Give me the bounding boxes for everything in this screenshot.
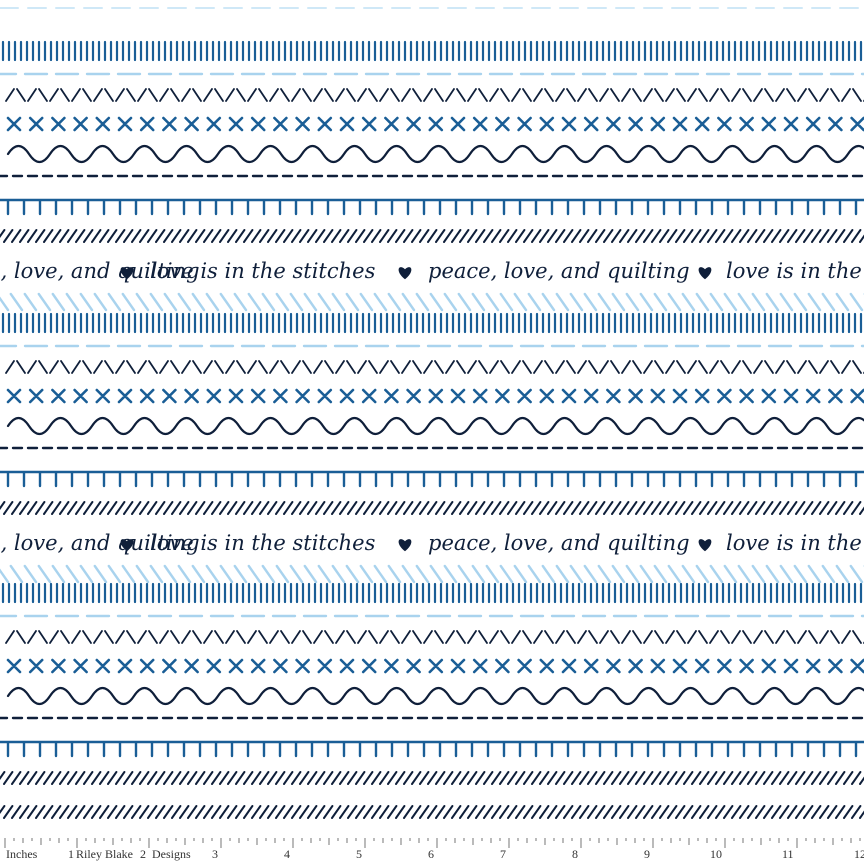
phrase-text: peace, love, and quilting (0, 259, 200, 283)
slant-stitch-row (0, 771, 864, 785)
vertical-ticks-row (1, 40, 863, 62)
bracket-row (0, 470, 864, 488)
vertical-ticks-row (1, 582, 863, 604)
heart-icon (698, 539, 712, 552)
phrase-text: peace, love, and quilting (428, 259, 690, 283)
vertical-ticks-row (1, 312, 863, 334)
bracket-row (0, 198, 864, 216)
ruler-number-1: 1 (68, 847, 74, 861)
cross-stitch-row (6, 658, 864, 674)
ruler-number-2: 2 (140, 847, 146, 861)
ruler-ticks (4, 838, 861, 848)
ruler-number-7: 7 (500, 847, 506, 861)
ruler-brand-first: Riley Blake (76, 847, 133, 861)
chevron-row (5, 360, 864, 374)
ruler-number-4: 4 (284, 847, 290, 861)
ruler-unit-label: Inches (6, 847, 38, 861)
heart-icon (120, 267, 134, 280)
ruler-number-12: 12 (854, 847, 864, 861)
ruler-number-9: 9 (644, 847, 650, 861)
ruler-number-11: 11 (782, 847, 794, 861)
chevron-row (5, 88, 864, 102)
phrase-text: love is in the stitches (726, 259, 864, 283)
ruler-number-6: 6 (428, 847, 434, 861)
ruler-number-3: 3 (212, 847, 218, 861)
light-slant-row (0, 564, 864, 584)
ruler-tick-marks (4, 838, 861, 848)
heart-icon (120, 539, 134, 552)
cross-stitch-row (6, 116, 864, 132)
phrase-text: peace, love, and quilting (428, 531, 690, 555)
slant-stitch-row (0, 501, 864, 515)
wave-row (6, 144, 864, 164)
cross-stitch-row (6, 388, 864, 404)
slant-stitch-row-bottom (0, 805, 864, 819)
bracket-row (0, 740, 864, 758)
heart-icon (698, 267, 712, 280)
ruler-number-10: 10 (710, 847, 722, 861)
slant-stitch-row (0, 229, 864, 243)
stitch-stripes (0, 7, 864, 819)
phrase-text: love is in the stitches (150, 531, 376, 555)
light-slant-row (0, 292, 864, 312)
phrase-text: love is in the stitches (150, 259, 376, 283)
wave-row (6, 416, 864, 436)
heart-icon (398, 267, 412, 280)
chevron-row (5, 630, 864, 644)
phrase-text: peace, love, and quilting (0, 531, 200, 555)
wave-row (6, 686, 864, 706)
ruler-number-5: 5 (356, 847, 362, 861)
phrase-text: love is in the stitches (726, 531, 864, 555)
ruler-number-8: 8 (572, 847, 578, 861)
ruler-brand-second: Designs (152, 847, 191, 861)
heart-icon (398, 539, 412, 552)
